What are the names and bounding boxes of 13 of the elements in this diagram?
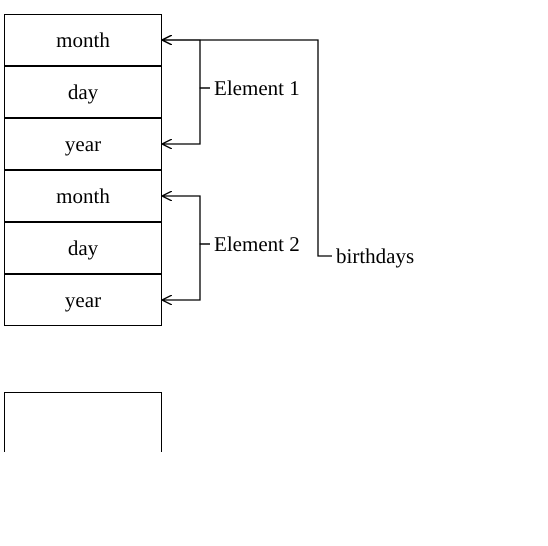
arrow <box>161 87 210 150</box>
bracket-label: Element 1 <box>214 76 300 100</box>
bracket-label: Element 2 <box>214 232 300 256</box>
memory-cell: month <box>4 170 162 222</box>
memory-cell: day <box>4 66 162 118</box>
memory-cell: year <box>4 274 162 326</box>
memory-cell: month <box>4 14 162 66</box>
memory-cell: day <box>4 222 162 274</box>
bracket-label: birthdays <box>336 244 414 268</box>
memory-cell: year <box>4 118 162 170</box>
arrow <box>161 34 332 257</box>
memory-cell <box>4 392 162 452</box>
arrow <box>161 243 210 306</box>
